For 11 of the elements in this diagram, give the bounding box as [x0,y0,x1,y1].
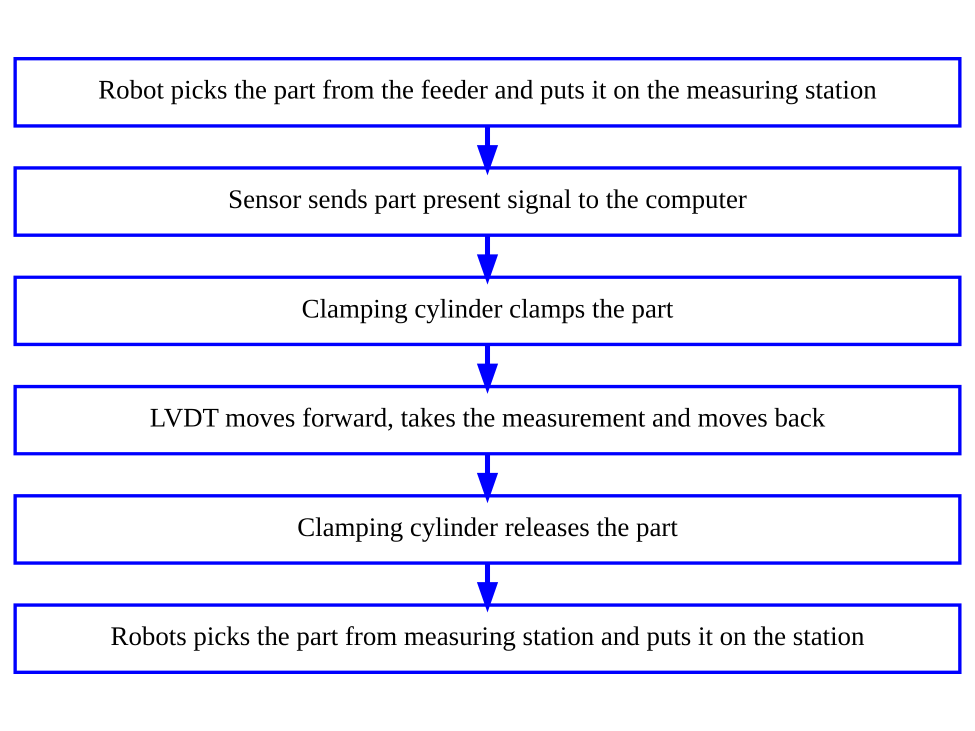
node-box: Robots picks the part from measuring station and puts it on the station [13,603,962,674]
node-box: LVDT moves forward, takes the measurement and moves back [13,384,962,456]
node-box: Clamping cylinder clamps the part [13,276,962,346]
node-box: Sensor sends part present signal to the computer [13,166,962,237]
arrow [476,344,498,394]
arrow [476,563,498,612]
arrow [476,454,498,504]
arrow [476,126,498,176]
node-box: Robot picks the part from the feeder and puts it on the measuring station [13,57,962,128]
arrow [476,236,498,285]
node-box: Clamping cylinder releases the part [13,494,962,565]
